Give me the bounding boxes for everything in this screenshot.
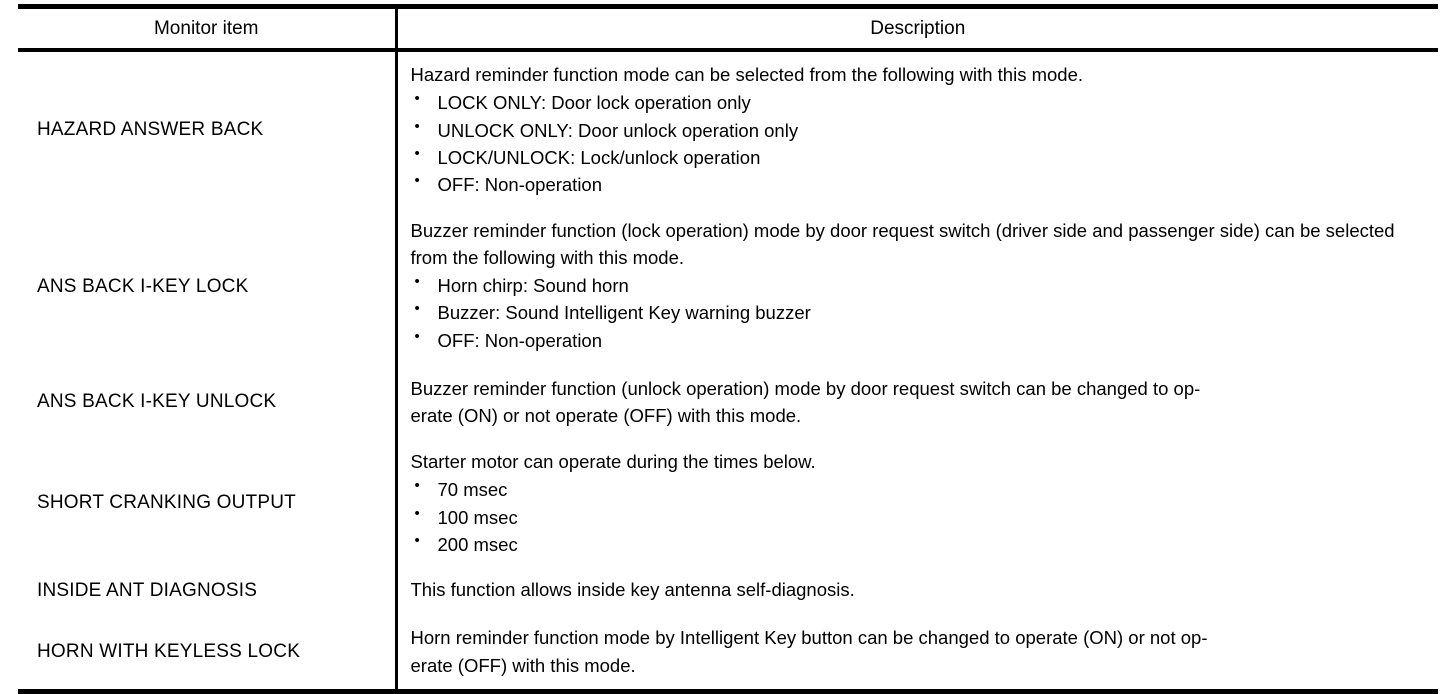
list-item: OFF: Non-operation xyxy=(411,326,1429,354)
cell-monitor-item: ANS BACK I-KEY LOCK xyxy=(18,207,396,366)
description-lead-text: Horn reminder function mode by Intellige… xyxy=(410,627,1208,676)
description-bullet-list: LOCK ONLY: Door lock operation only UNLO… xyxy=(411,88,1429,199)
cell-monitor-item: ANS BACK I-KEY UNLOCK xyxy=(18,365,396,440)
list-item: LOCK/UNLOCK: Lock/unlock operation xyxy=(411,143,1429,171)
table-row: INSIDE ANT DIAGNOSIS This function allow… xyxy=(18,567,1438,616)
cell-description: Buzzer reminder function (unlock operati… xyxy=(394,365,1438,440)
description-bullet-list: Horn chirp: Sound horn Buzzer: Sound Int… xyxy=(411,271,1429,354)
list-item: 70 msec xyxy=(411,475,1429,503)
table-row: HORN WITH KEYLESS LOCK Horn reminder fun… xyxy=(18,615,1438,694)
column-header-description: Description xyxy=(394,4,1438,52)
table-row: SHORT CRANKING OUTPUT Starter motor can … xyxy=(18,439,1438,568)
cell-description: Hazard reminder function mode can be sel… xyxy=(394,50,1438,208)
list-item: OFF: Non-operation xyxy=(411,170,1429,198)
column-header-monitor-item: Monitor item xyxy=(18,4,396,52)
table-row: ANS BACK I-KEY UNLOCK Buzzer reminder fu… xyxy=(18,365,1438,440)
table-header: Monitor item Description xyxy=(18,4,1438,52)
description-bullet-list: 70 msec 100 msec 200 msec xyxy=(411,475,1429,558)
cell-monitor-item: INSIDE ANT DIAGNOSIS xyxy=(18,567,396,616)
list-item: 100 msec xyxy=(411,503,1429,531)
cell-description: Buzzer reminder function (lock operation… xyxy=(394,207,1438,366)
description-lead-text: Buzzer reminder function (unlock operati… xyxy=(410,377,1201,426)
cell-description: Starter motor can operate during the tim… xyxy=(394,439,1438,568)
list-item: Horn chirp: Sound horn xyxy=(411,271,1429,299)
description-lead-text: This function allows inside key antenna … xyxy=(410,579,855,601)
list-item: 200 msec xyxy=(411,530,1429,558)
table-body: HAZARD ANSWER BACK Hazard reminder funct… xyxy=(18,50,1438,694)
description-lead-text: Starter motor can operate during the tim… xyxy=(410,451,816,473)
cell-monitor-item: SHORT CRANKING OUTPUT xyxy=(18,439,396,568)
table-header-row: Monitor item Description xyxy=(18,4,1438,52)
table-row: ANS BACK I-KEY LOCK Buzzer reminder func… xyxy=(18,207,1438,366)
list-item: Buzzer: Sound Intelligent Key warning bu… xyxy=(411,298,1429,326)
list-item: LOCK ONLY: Door lock operation only xyxy=(411,88,1429,116)
table-row: HAZARD ANSWER BACK Hazard reminder funct… xyxy=(18,50,1438,208)
cell-monitor-item: HORN WITH KEYLESS LOCK xyxy=(18,615,396,694)
description-lead-text: Hazard reminder function mode can be sel… xyxy=(410,64,1084,85)
cell-description: Horn reminder function mode by Intellige… xyxy=(394,615,1438,694)
monitor-item-description-table: Monitor item Description HAZARD ANSWER B… xyxy=(18,4,1438,694)
list-item: UNLOCK ONLY: Door unlock operation only xyxy=(411,116,1429,144)
cell-monitor-item: HAZARD ANSWER BACK xyxy=(18,50,396,208)
description-lead-text: Buzzer reminder function (lock operation… xyxy=(410,219,1400,268)
cell-description: This function allows inside key antenna … xyxy=(394,567,1438,616)
